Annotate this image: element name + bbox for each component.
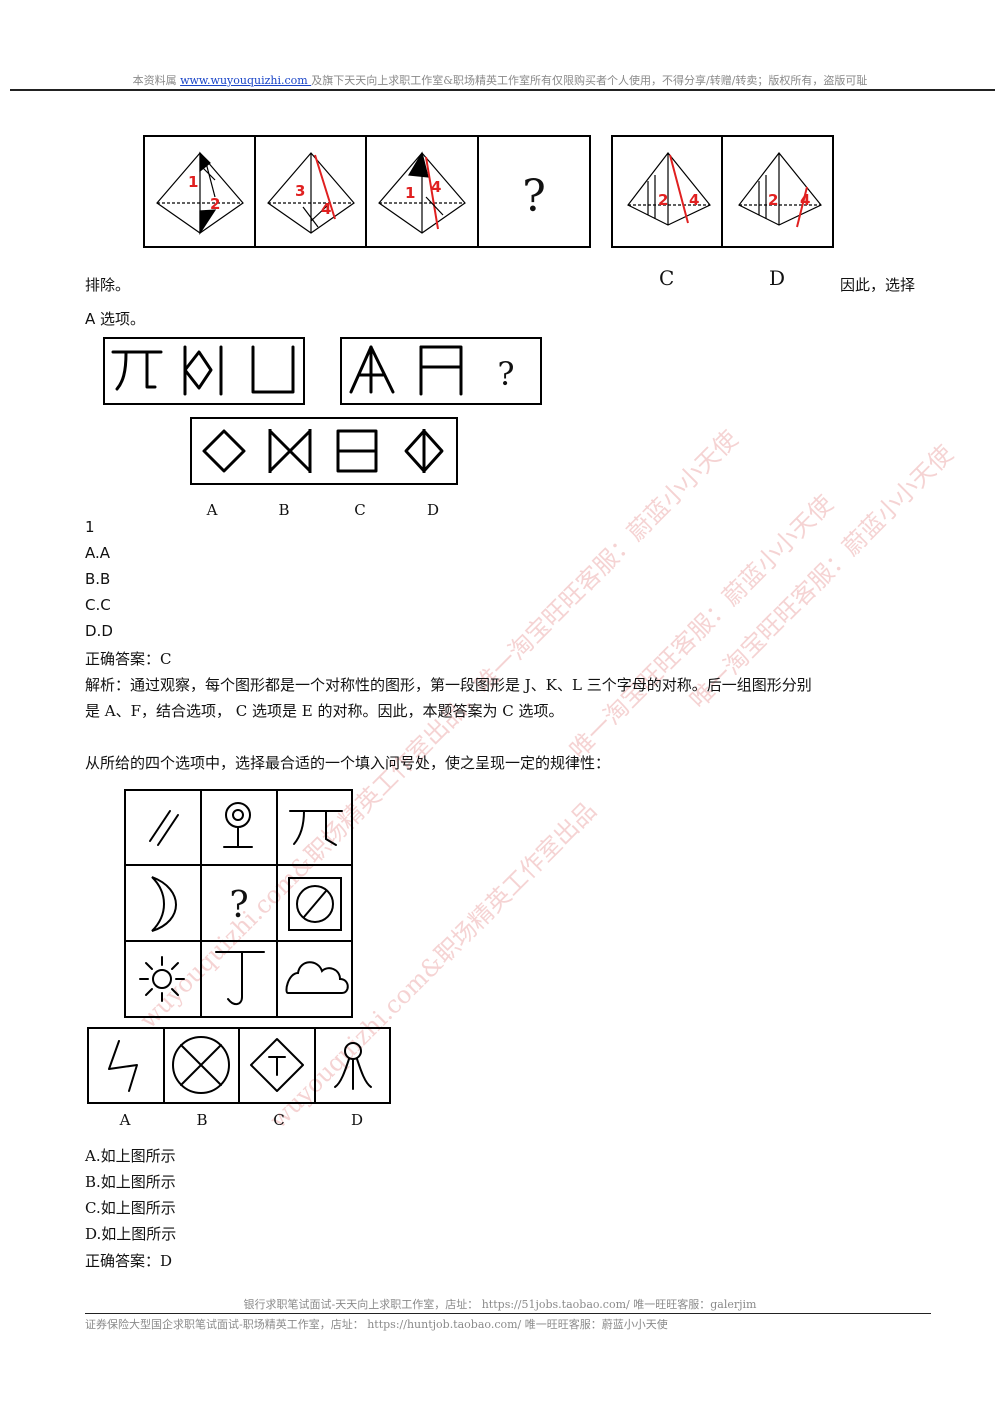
footer-line-2: 证券保险大型国企求职笔试面试-职场精英工作室，店址： https://huntj… xyxy=(85,1318,668,1331)
header-prefix: 本资料属 xyxy=(132,74,181,87)
q1-option-a-figure xyxy=(202,429,246,473)
q2-option-c[interactable]: C.如上图所示 xyxy=(85,1199,176,1217)
prev-text-right: 因此，选择 xyxy=(840,276,916,294)
q2-option-a-figure xyxy=(108,1040,138,1092)
q2-option-c-figure xyxy=(250,1038,304,1092)
q1-analysis-line1: 解析：通过观察，每个图形都是一个对称性的图形，第一段图形是 J、K、L 三个字母… xyxy=(85,676,812,694)
q1-option-d-label: D xyxy=(426,501,440,519)
q1-option-d-figure xyxy=(404,429,444,473)
pyramid-option-d xyxy=(738,152,822,228)
q1-option-a[interactable]: A.A xyxy=(85,544,111,562)
q2-answer: 正确答案：D xyxy=(85,1252,173,1270)
q1-options-figure xyxy=(190,417,458,485)
q1-analysis-line2: 是 A、F，结合选项， C 选项是 E 的对称。因此，本题答案为 C 选项。 xyxy=(85,702,564,720)
q2-option-d-label: D xyxy=(350,1111,364,1129)
pyramid-1 xyxy=(156,151,244,236)
pyramid-3 xyxy=(378,151,466,234)
pyramid-3-number-b: 4 xyxy=(431,178,441,196)
pyramid-c-number-a: 2 xyxy=(658,191,668,209)
q2-option-c-label: C xyxy=(273,1111,285,1129)
pyramid-option-c xyxy=(627,152,711,226)
footer-line-1: 银行求职笔试面试-天天向上求职工作室，店址： https://51jobs.ta… xyxy=(243,1298,757,1311)
q2-question-mark: ? xyxy=(229,885,248,926)
q2-option-a-label: A xyxy=(119,1111,131,1129)
q2-option-d[interactable]: D.如上图所示 xyxy=(85,1225,177,1243)
pyramid-1-number-a: 1 xyxy=(188,173,198,191)
pyramid-d-number-b: 4 xyxy=(800,191,810,209)
prev-text-left: 排除。 xyxy=(85,276,131,294)
q1-option-c[interactable]: C.C xyxy=(85,596,111,614)
pyramid-3-number-a: 1 xyxy=(405,184,415,202)
watermark: 唯一淘宝旺旺客服：蔚蓝小小天使 xyxy=(564,489,839,765)
q1-option-a-label: A xyxy=(206,501,218,519)
q1-number: 1 xyxy=(85,518,95,536)
header-suffix: 及旗下天天向上求职工作室&职场精英工作室所有仅限购买者个人使用，不得分享/转赠/… xyxy=(311,74,868,87)
q1-option-b[interactable]: B.B xyxy=(85,570,111,588)
q2-options-figure xyxy=(87,1027,391,1104)
q2-option-b[interactable]: B.如上图所示 xyxy=(85,1173,176,1191)
pyramid-figure-row: ? 1 2 3 4 1 4 2 4 2 4 xyxy=(143,135,834,248)
q2-option-d-figure xyxy=(334,1042,372,1090)
q1-figure-groups: ? xyxy=(103,337,542,405)
q1-option-b-label: B xyxy=(278,501,290,519)
q2-option-b-label: B xyxy=(196,1111,208,1129)
header-link[interactable]: www.wuyouquizhi.com xyxy=(180,74,312,87)
pyramid-1-number-b: 2 xyxy=(210,195,220,213)
header-divider xyxy=(10,89,995,91)
q1-option-d[interactable]: D.D xyxy=(85,622,113,640)
option-c-label: C xyxy=(659,266,675,290)
q1-answer: 正确答案：C xyxy=(85,650,172,668)
q2-prompt: 从所给的四个选项中，选择最合适的一个填入问号处，使之呈现一定的规律性： xyxy=(85,754,611,772)
q2-option-b-figure xyxy=(172,1036,230,1094)
q1-option-b-figure xyxy=(268,429,312,473)
q1-question-mark: ? xyxy=(497,355,514,393)
pyramid-c-number-b: 4 xyxy=(689,191,699,209)
page-header: 本资料属 www.wuyouquizhi.com 及旗下天天向上求职工作室&职场… xyxy=(0,72,1000,88)
q1-option-c-figure xyxy=(336,429,378,473)
option-d-label: D xyxy=(769,266,786,290)
question-mark: ? xyxy=(522,171,546,222)
pyramid-2-number-b: 4 xyxy=(321,200,331,218)
q2-grid-figure: ? xyxy=(124,789,353,1018)
q1-option-c-label: C xyxy=(354,501,366,519)
pyramid-2-number-a: 3 xyxy=(295,182,305,200)
pyramid-d-number-a: 2 xyxy=(768,191,778,209)
prev-text-continue: A 选项。 xyxy=(85,310,146,328)
footer-divider xyxy=(85,1313,931,1314)
q2-option-a[interactable]: A.如上图所示 xyxy=(85,1147,176,1165)
pyramid-2 xyxy=(267,152,355,234)
